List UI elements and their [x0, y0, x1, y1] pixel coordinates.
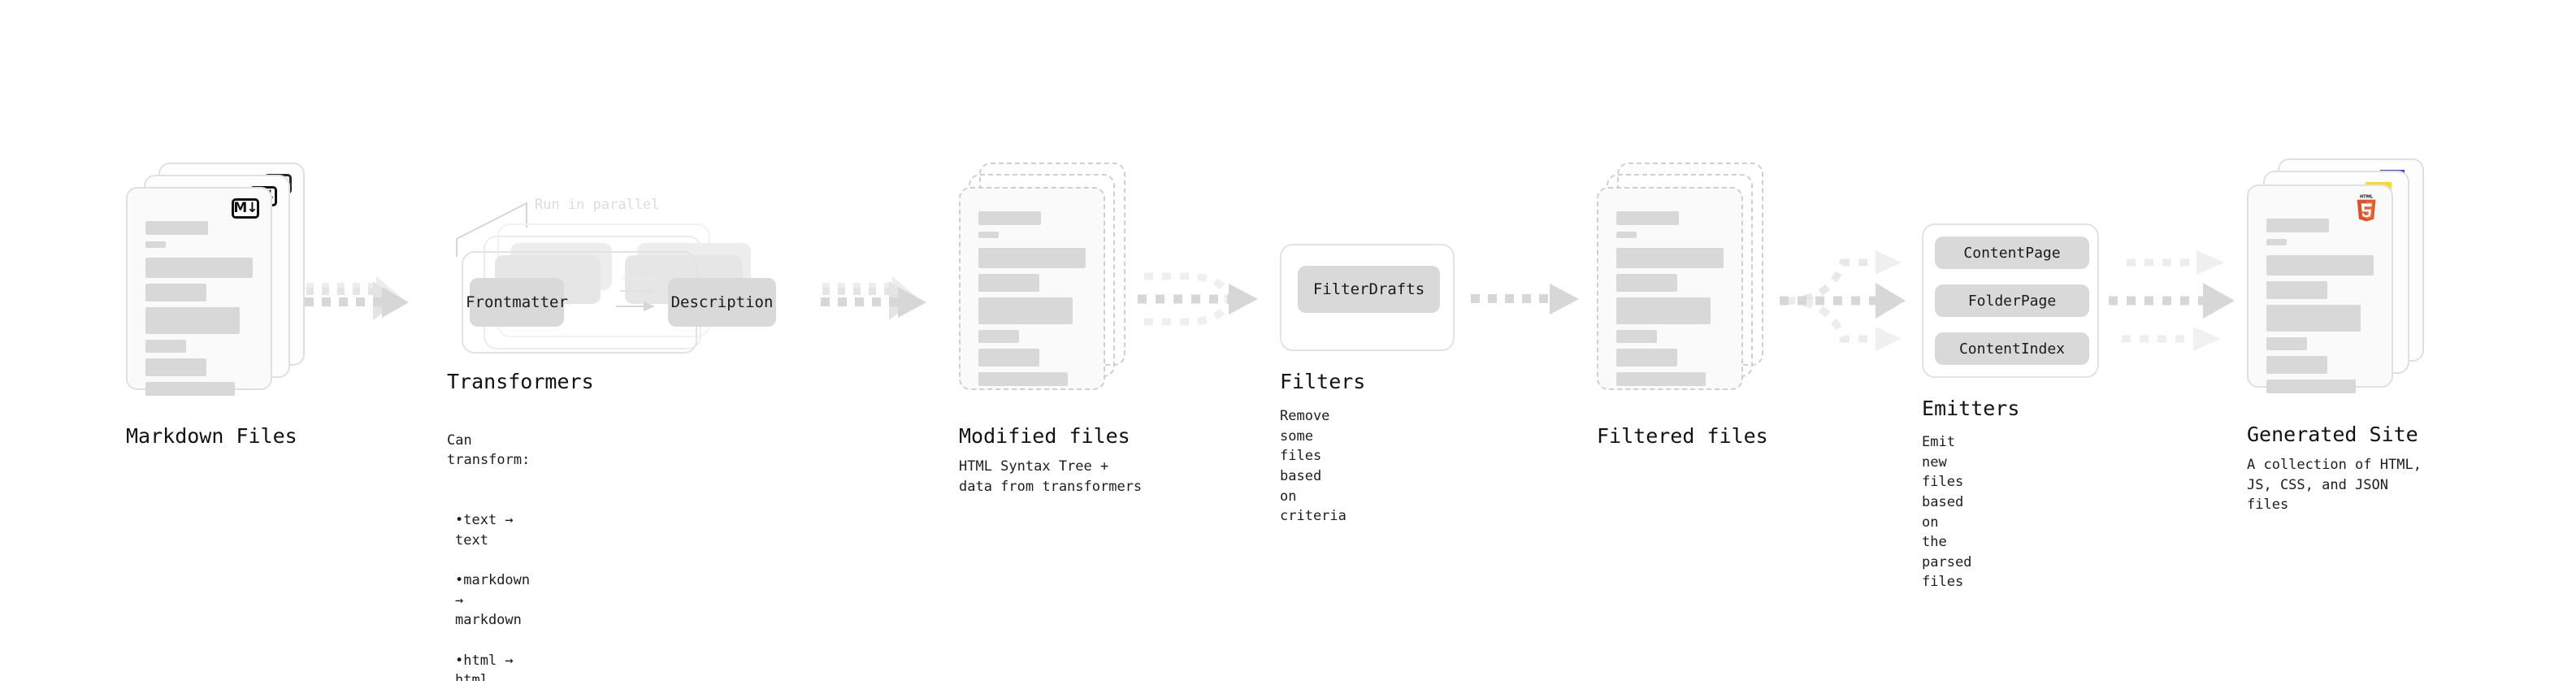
stage-label-transformers: Transformers: [447, 370, 594, 393]
pill-frontmatter[interactable]: Frontmatter: [466, 278, 568, 327]
modified-card-front: [959, 187, 1105, 390]
arrow-filtered-to-emitters: [1780, 250, 1906, 351]
generated-site-caption: A collection of HTML, JS, CSS, and JSON …: [2247, 457, 2422, 514]
modified-files-caption: HTML Syntax Tree + data from transformer…: [959, 458, 1143, 495]
generated-site-stack: HTML: [2247, 158, 2434, 402]
stage-generated-site: HTML Generated Site A collection: [2247, 158, 2434, 513]
filters-box: FilterDrafts: [1280, 244, 1455, 351]
card-content-lines: [145, 221, 253, 402]
pill-contentpage[interactable]: ContentPage: [1935, 236, 2089, 269]
markdown-icon: M↓: [232, 198, 259, 219]
markdown-file-stack: M↓ M↓ M↓: [126, 163, 313, 406]
stage-label-generated-site: Generated Site: [2247, 423, 2418, 446]
stage-label-filters: Filters: [1280, 370, 1366, 393]
pill-description[interactable]: Description: [668, 278, 776, 327]
caption-item: text → text: [455, 510, 530, 550]
card-content-lines: [978, 211, 1086, 393]
card-content-lines: [1616, 211, 1724, 393]
site-card-front: HTML: [2247, 184, 2393, 393]
filters-caption: Remove some files based on criteria: [1280, 408, 1347, 525]
stage-filtered-files: Filtered files: [1597, 163, 1784, 448]
filtered-card-front: [1597, 187, 1743, 390]
filtered-file-stack: [1597, 163, 1784, 406]
caption-heading: Can transform:: [447, 432, 531, 469]
modified-file-stack: [959, 163, 1146, 406]
arrow-markdown-to-transformers: [305, 276, 409, 320]
arrow-transformers-to-modified: [821, 276, 926, 320]
arrow-modified-to-filters: [1138, 272, 1258, 326]
stage-label-filtered-files: Filtered files: [1597, 424, 1768, 448]
stage-markdown-files: M↓ M↓ M↓ Markdown Files: [126, 163, 313, 448]
pill-contentindex[interactable]: ContentIndex: [1935, 332, 2089, 365]
emitters-box: ContentPage FolderPage ContentIndex: [1922, 223, 2099, 378]
stage-label-markdown-files: Markdown Files: [126, 424, 297, 448]
caption-item: markdown → markdown: [455, 570, 530, 631]
stage-label-modified-files: Modified files: [959, 424, 1130, 448]
arrow-filters-to-filtered: [1471, 284, 1579, 314]
run-in-parallel-connector: [456, 202, 527, 257]
caption-item: html → html: [455, 651, 530, 681]
card-content-lines: [2266, 219, 2374, 400]
caption-list: text → text markdown → markdown html → h…: [447, 491, 530, 681]
stage-label-emitters: Emitters: [1922, 397, 2020, 420]
svg-text:HTML: HTML: [2360, 195, 2374, 200]
markdown-card-front: M↓: [126, 187, 272, 396]
arrow-emitters-to-site: [2109, 250, 2235, 351]
stage-modified-files: Modified files HTML Syntax Tree + data f…: [959, 163, 1146, 495]
transformer-inner-arrows: [616, 274, 658, 311]
html5-icon: HTML: [2357, 195, 2376, 222]
pill-folderpage[interactable]: FolderPage: [1935, 284, 2089, 317]
emitters-caption: Emit new files based on the parsed files: [1922, 434, 1972, 591]
pill-filterdrafts[interactable]: FilterDrafts: [1298, 266, 1440, 313]
transformers-caption: Can transform: text → text markdown → ma…: [447, 410, 530, 681]
run-in-parallel-label: Run in parallel: [535, 197, 660, 213]
